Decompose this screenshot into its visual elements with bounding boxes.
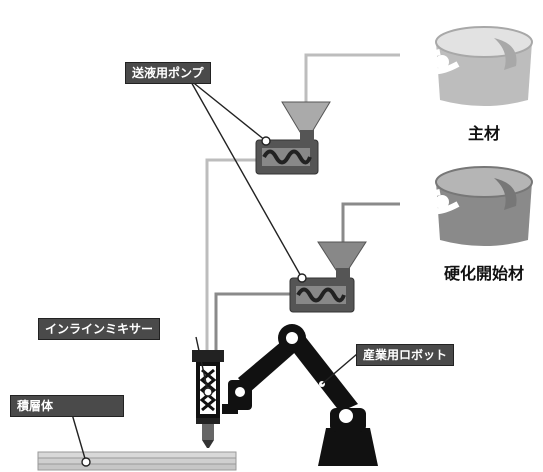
inline-mixer-label: インラインミキサー bbox=[38, 318, 161, 340]
layered-body-callout-dot bbox=[81, 457, 91, 467]
pump-callout-dot bbox=[261, 136, 271, 146]
mixer-callout-dot bbox=[203, 387, 213, 397]
supply-lines bbox=[205, 53, 400, 352]
main-material-bucket-icon bbox=[421, 26, 533, 106]
layered-body-label: 積層体 bbox=[10, 395, 124, 417]
main-feed-line bbox=[205, 158, 256, 352]
hardener-pump-icon bbox=[289, 241, 367, 313]
layered-body-callout-line bbox=[71, 413, 87, 463]
pump-callout-lines bbox=[189, 79, 303, 279]
robot-label: 産業用ロボット bbox=[356, 344, 455, 366]
inline-mixer-icon bbox=[192, 350, 224, 448]
main-pump-icon bbox=[255, 101, 331, 175]
robot-arm-icon bbox=[222, 324, 378, 466]
main-supply-line bbox=[304, 53, 400, 105]
pump-callout-dot bbox=[297, 273, 307, 283]
main-material-label: 主材 bbox=[468, 124, 500, 143]
hardener-supply-line bbox=[341, 202, 400, 242]
robot-callout-line bbox=[321, 353, 358, 385]
mixer-callout-line bbox=[195, 336, 209, 393]
hardener-bucket-icon bbox=[421, 166, 533, 246]
hardener-label: 硬化開始材 bbox=[444, 264, 524, 283]
hardener-feed-line bbox=[214, 292, 290, 352]
pump-label: 送液用ポンプ bbox=[125, 62, 211, 84]
layered-body-icon bbox=[37, 451, 237, 471]
